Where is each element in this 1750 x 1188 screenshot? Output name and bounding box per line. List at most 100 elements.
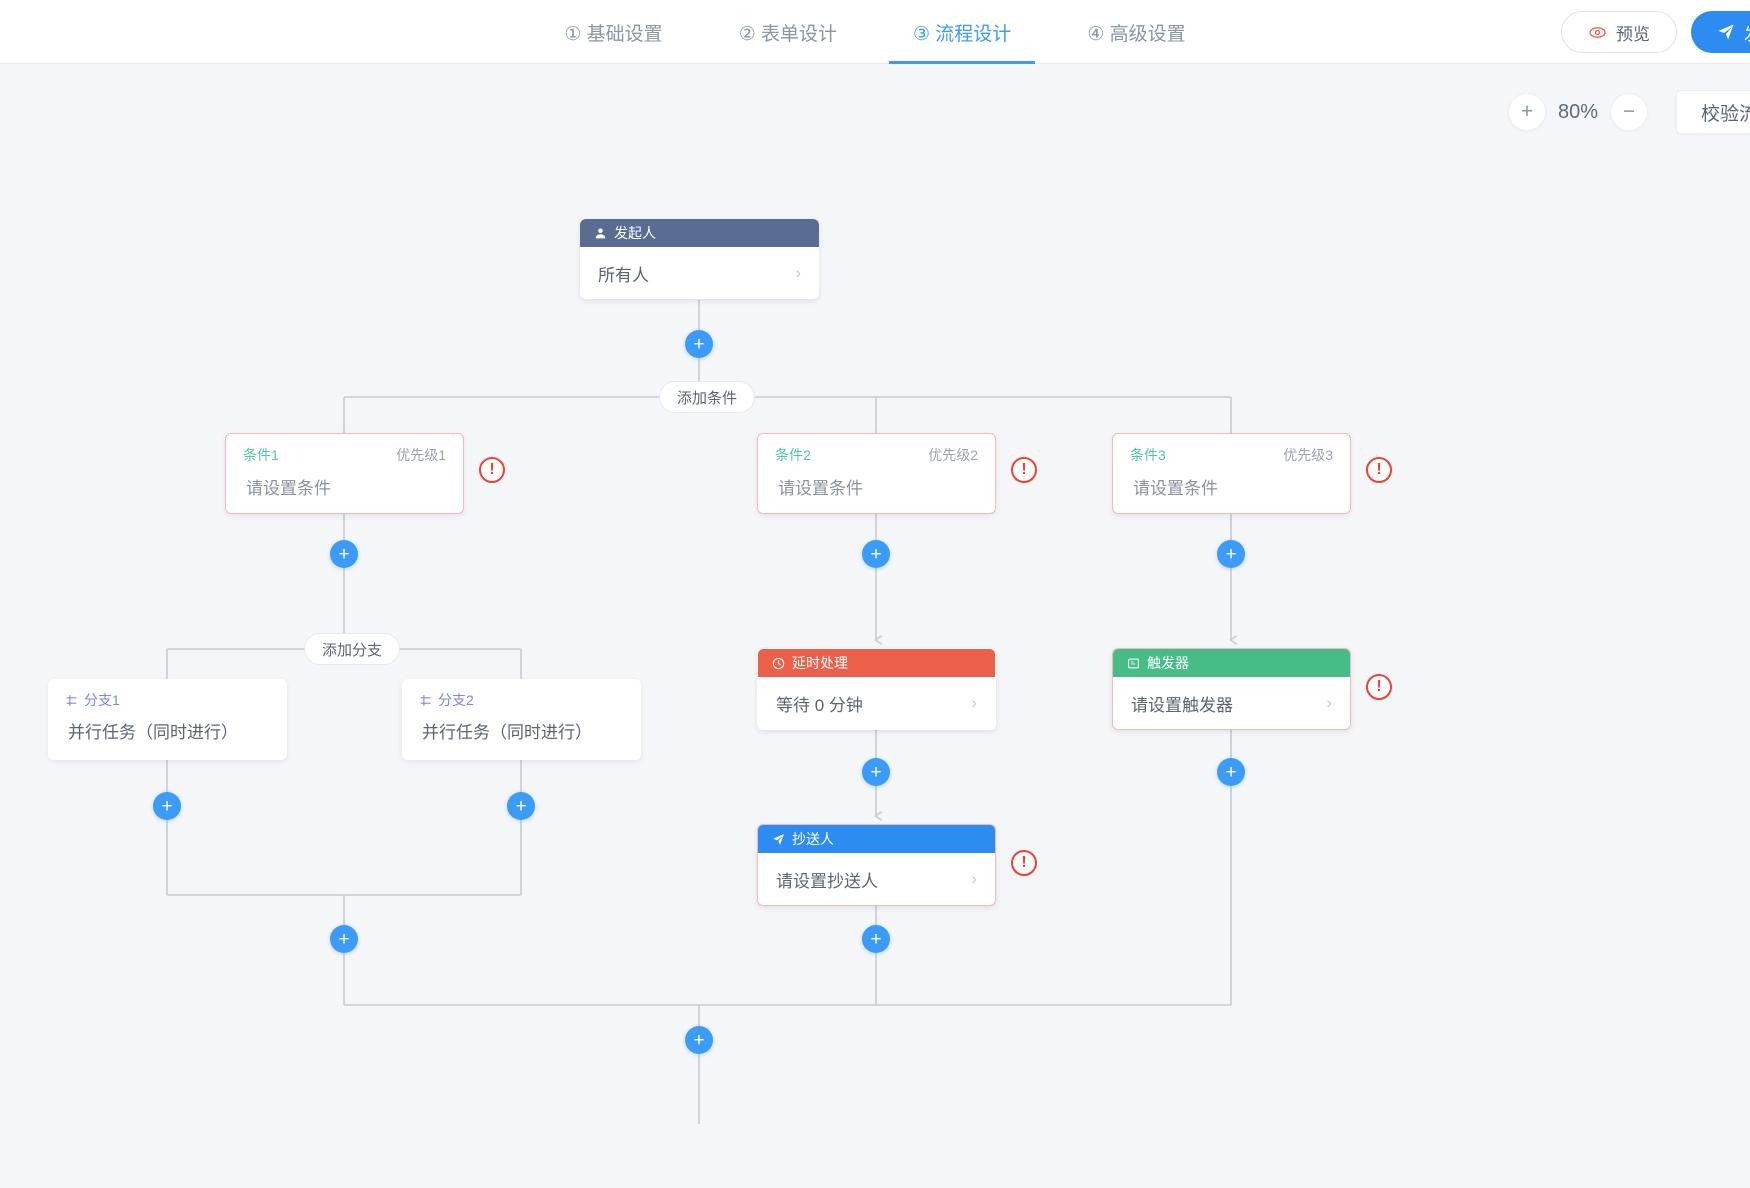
add-node-button-condition-3[interactable]: + (1217, 540, 1245, 568)
tab-label: ② 表单设计 (738, 23, 837, 45)
plus-icon: + (515, 795, 527, 817)
node-header: 发起人 (580, 219, 819, 247)
add-node-button-initiator[interactable]: + (685, 330, 713, 358)
node-cc[interactable]: 抄送人 请设置抄送人 › (757, 824, 996, 906)
branch-header: 分支2 (402, 679, 641, 710)
exclamation-icon: ! (1376, 678, 1382, 695)
plus-icon: + (338, 928, 350, 950)
error-badge-condition-2[interactable]: ! (1011, 457, 1037, 483)
clock-icon (772, 657, 785, 670)
chevron-right-icon: › (795, 263, 801, 282)
node-header: 触发器 (1113, 649, 1350, 677)
condition-body: 请设置条件 (778, 479, 863, 498)
node-body[interactable]: 请设置触发器 › (1113, 677, 1350, 729)
error-badge-cc[interactable]: ! (1011, 850, 1037, 876)
zoom-in-button[interactable]: + (1507, 93, 1546, 131)
condition-priority: 优先级2 (928, 447, 978, 463)
tab-label: ① 基础设置 (564, 23, 663, 45)
add-node-button-delay[interactable]: + (862, 758, 890, 786)
error-badge-condition-3[interactable]: ! (1366, 457, 1392, 483)
tab-form-design[interactable]: ② 表单设计 (701, 0, 875, 64)
node-body[interactable]: 请设置抄送人 › (758, 853, 995, 905)
error-badge-trigger[interactable]: ! (1366, 674, 1392, 700)
condition-header: 条件1 优先级1 (226, 434, 463, 465)
add-condition-button[interactable]: 添加条件 (659, 381, 756, 413)
node-trigger[interactable]: 触发器 请设置触发器 › (1112, 648, 1351, 730)
node-value: 请设置抄送人 (776, 871, 878, 891)
node-value: 所有人 (598, 265, 649, 285)
chevron-right-icon: › (971, 693, 977, 712)
zoom-level-display: 80% (1557, 100, 1598, 123)
branch-name: 分支1 (84, 692, 120, 708)
exclamation-icon: ! (1021, 461, 1027, 478)
preview-label: 预览 (1616, 24, 1650, 44)
node-initiator[interactable]: 发起人 所有人 › (580, 219, 819, 299)
node-value: 等待 0 分钟 (776, 695, 863, 715)
add-condition-label: 添加条件 (677, 389, 738, 407)
eye-icon (1588, 23, 1607, 42)
branch-body: 并行任务（同时进行） (68, 723, 238, 742)
publish-button[interactable]: 发布 (1691, 11, 1750, 53)
node-condition-3[interactable]: 条件3 优先级3 请设置条件 (1112, 433, 1351, 514)
exclamation-icon: ! (1376, 461, 1382, 478)
wizard-tabs: ① 基础设置 ② 表单设计 ③ 流程设计 ④ 高级设置 (0, 0, 1750, 64)
plus-icon: + (870, 761, 882, 783)
tab-basic-settings[interactable]: ① 基础设置 (526, 0, 700, 64)
branch-icon (65, 694, 78, 707)
condition-name: 条件2 (775, 447, 811, 463)
preview-button[interactable]: 预览 (1561, 11, 1677, 53)
top-bar: ① 基础设置 ② 表单设计 ③ 流程设计 ④ 高级设置 预览 (0, 0, 1750, 64)
add-node-button-trigger[interactable]: + (1217, 758, 1245, 786)
add-branch-label: 添加分支 (322, 641, 383, 659)
condition-header: 条件3 优先级3 (1113, 434, 1350, 465)
zoom-out-button[interactable]: − (1609, 93, 1648, 131)
add-node-button-branch-merge[interactable]: + (330, 925, 358, 953)
plus-icon: + (1225, 543, 1237, 565)
add-node-button-branch-2[interactable]: + (507, 792, 535, 820)
plus-icon: + (1520, 100, 1534, 123)
send-icon (1717, 23, 1735, 41)
condition-priority: 优先级3 (1283, 447, 1333, 463)
node-title: 触发器 (1147, 655, 1189, 671)
error-badge-condition-1[interactable]: ! (479, 457, 505, 483)
plus-icon: + (693, 333, 705, 355)
add-node-button-condition-1[interactable]: + (330, 540, 358, 568)
chevron-right-icon: › (1326, 693, 1332, 712)
branch-body: 并行任务（同时进行） (422, 723, 592, 742)
top-bar-actions: 预览 发布 (1561, 0, 1750, 64)
tab-label: ④ 高级设置 (1087, 23, 1186, 45)
condition-body: 请设置条件 (1133, 479, 1218, 498)
node-condition-1[interactable]: 条件1 优先级1 请设置条件 (225, 433, 464, 514)
tab-process-design[interactable]: ③ 流程设计 (875, 0, 1049, 64)
user-icon (594, 227, 607, 240)
node-body[interactable]: 等待 0 分钟 › (758, 677, 995, 729)
condition-name: 条件1 (243, 447, 279, 463)
plus-icon: + (693, 1029, 705, 1051)
node-condition-2[interactable]: 条件2 优先级2 请设置条件 (757, 433, 996, 514)
branch-header: 分支1 (48, 679, 287, 710)
tab-advanced-settings[interactable]: ④ 高级设置 (1049, 0, 1223, 64)
node-header: 延时处理 (758, 649, 995, 677)
node-value: 请设置触发器 (1131, 695, 1233, 715)
flow-canvas[interactable]: 发起人 所有人 › + 添加条件 条件1 优先级1 请设置条件 ! + 条件2 … (0, 64, 1750, 1188)
plus-icon: + (338, 543, 350, 565)
node-body[interactable]: 所有人 › (580, 247, 819, 299)
branch-icon (419, 694, 432, 707)
node-delay[interactable]: 延时处理 等待 0 分钟 › (757, 648, 996, 730)
validate-label: 校验流程 (1700, 103, 1750, 125)
add-node-button-branch-1[interactable]: + (153, 792, 181, 820)
zoom-toolbar: + 80% − 校验流程 (1507, 90, 1750, 134)
condition-priority: 优先级1 (396, 447, 446, 463)
add-branch-button[interactable]: 添加分支 (304, 633, 401, 665)
validate-flow-button[interactable]: 校验流程 (1675, 90, 1750, 134)
condition-name: 条件3 (1130, 447, 1166, 463)
branch-name: 分支2 (438, 692, 474, 708)
plus-icon: + (870, 928, 882, 950)
add-node-button-condition-2[interactable]: + (862, 540, 890, 568)
plus-icon: + (1225, 761, 1237, 783)
add-node-button-cc[interactable]: + (862, 925, 890, 953)
node-branch-1[interactable]: 分支1 并行任务（同时进行） (48, 679, 287, 760)
node-branch-2[interactable]: 分支2 并行任务（同时进行） (402, 679, 641, 760)
chevron-right-icon: › (971, 869, 977, 888)
add-node-button-end[interactable]: + (685, 1026, 713, 1054)
